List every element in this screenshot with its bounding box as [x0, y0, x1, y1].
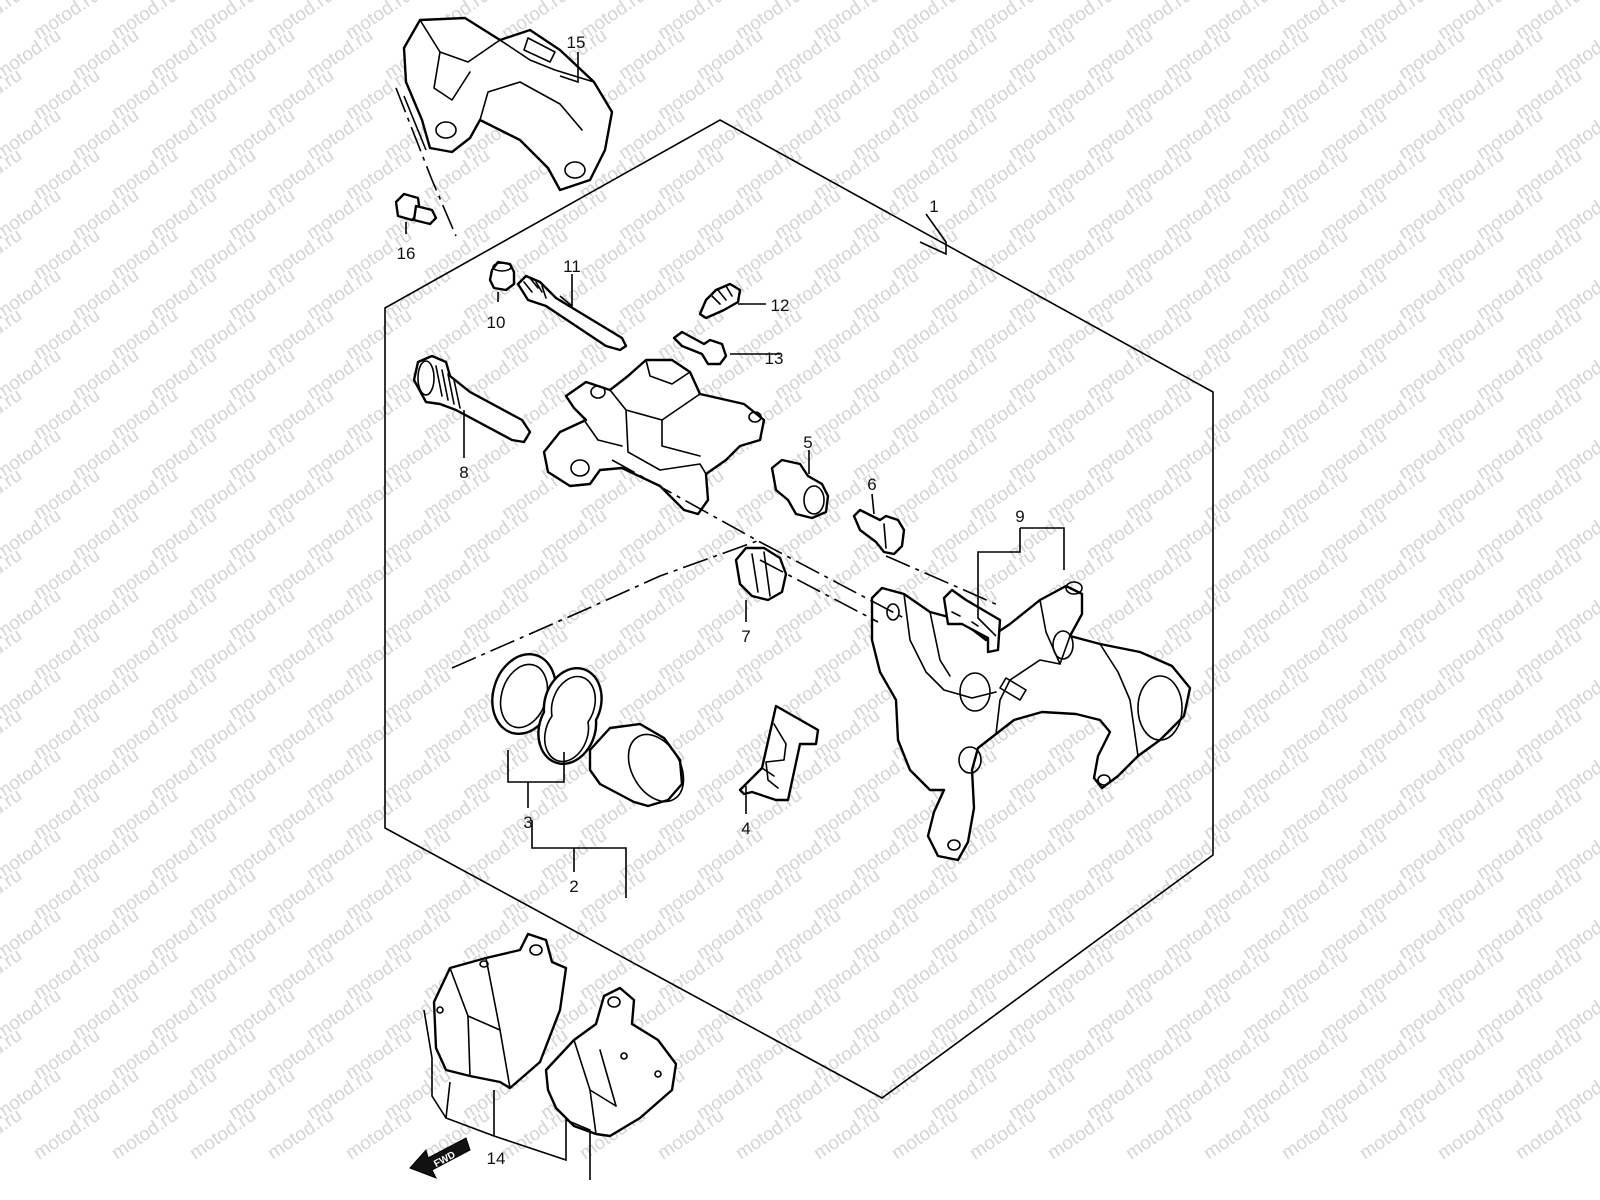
watermark-text: motod.ru: [0, 545, 26, 604]
bracket-bolt[interactable]: [394, 192, 438, 226]
sleeve[interactable]: [770, 458, 830, 520]
holder-clip[interactable]: [942, 588, 1002, 654]
watermark-text: motod.ru: [0, 305, 26, 364]
watermark-text: motod.ru: [30, 1105, 104, 1164]
watermark-text: motod.ru: [654, 1105, 728, 1164]
watermark-text: motod.ru: [0, 865, 26, 924]
callout-9: 9: [1015, 507, 1024, 526]
callout-3: 3: [523, 813, 532, 832]
callout-12: 12: [771, 296, 790, 315]
callout-14: 14: [487, 1149, 506, 1168]
watermark-text: motod.ru: [0, 225, 26, 284]
assembly-boundary: [384, 119, 1214, 1099]
watermark-text: motod.ru: [0, 945, 26, 1004]
callout-11: 11: [563, 257, 581, 276]
callout-7: 7: [741, 627, 750, 646]
callout-6: 6: [867, 475, 876, 494]
leader-lines: [405, 52, 1065, 1180]
bleeder-cap[interactable]: [672, 330, 728, 366]
exploded-axis-upper: [611, 459, 905, 619]
brake-pad-set[interactable]: [432, 932, 678, 1138]
watermark-text: motod.ru: [1122, 1105, 1196, 1164]
exploded-axis-middle: [759, 559, 879, 623]
callout-10: 10: [487, 313, 506, 332]
watermark-text: motod.ru: [108, 1105, 182, 1164]
watermark-text: motod.ru: [966, 1105, 1040, 1164]
watermark-text: motod.ru: [0, 145, 26, 204]
watermark-text: motod.ru: [0, 625, 26, 684]
exploded-axis-boot: [885, 555, 1001, 607]
watermark-text: motod.ru: [0, 0, 26, 44]
callout-16: 16: [397, 244, 416, 263]
callout-5: 5: [803, 433, 812, 452]
watermark-text: motod.ru: [0, 65, 26, 124]
watermark-text: motod.ru: [1044, 1105, 1118, 1164]
callout-1: 1: [929, 197, 938, 216]
callout-4: 4: [741, 819, 750, 838]
watermark-text: motod.ru: [888, 1105, 962, 1164]
slide-pin[interactable]: [516, 274, 628, 352]
bolt[interactable]: [852, 508, 906, 556]
watermark-text: motod.ru: [1512, 1105, 1586, 1164]
watermark-text: motod.ru: [186, 1105, 260, 1164]
watermark-text: motod.ru: [0, 705, 26, 764]
boot[interactable]: [734, 546, 788, 602]
watermark-text: motod.ru: [0, 465, 26, 524]
callout-2: 2: [569, 877, 578, 896]
caliper-body[interactable]: [542, 358, 766, 516]
watermark-text: motod.ru: [1200, 1105, 1274, 1164]
slide-pin-boot[interactable]: [488, 260, 516, 292]
watermark-text: motod.ru: [0, 785, 26, 844]
piston-seal-set[interactable]: [491, 653, 603, 765]
bracket-line-b: [403, 95, 427, 151]
watermark-text: motod.ru: [342, 1105, 416, 1164]
callout-15: 15: [567, 33, 586, 52]
watermark-text: motod.ru: [0, 1105, 26, 1164]
caliper-bracket[interactable]: [402, 16, 614, 192]
watermark-text: motod.ru: [264, 1105, 338, 1164]
callout-13: 13: [765, 349, 784, 368]
bleeder-valve[interactable]: [698, 282, 742, 320]
watermark-text: motod.ru: [0, 385, 26, 444]
piston[interactable]: [588, 722, 695, 811]
watermark-text: motod.ru: [1356, 1105, 1430, 1164]
callout-8: 8: [459, 463, 468, 482]
watermark-text: motod.ru: [732, 1105, 806, 1164]
watermark-text: motod.ru: [1434, 1105, 1508, 1164]
watermark-text: motod.ru: [810, 1105, 884, 1164]
watermark-text: motod.ru: [0, 1025, 26, 1084]
exploded-axis-bracket: [395, 87, 457, 237]
watermark-text: motod.ru: [1278, 1105, 1352, 1164]
pad-spring[interactable]: [738, 704, 820, 802]
caliper-pin[interactable]: [412, 354, 532, 444]
caliper-holder[interactable]: [870, 581, 1192, 862]
exploded-axis-seals: [451, 539, 761, 669]
